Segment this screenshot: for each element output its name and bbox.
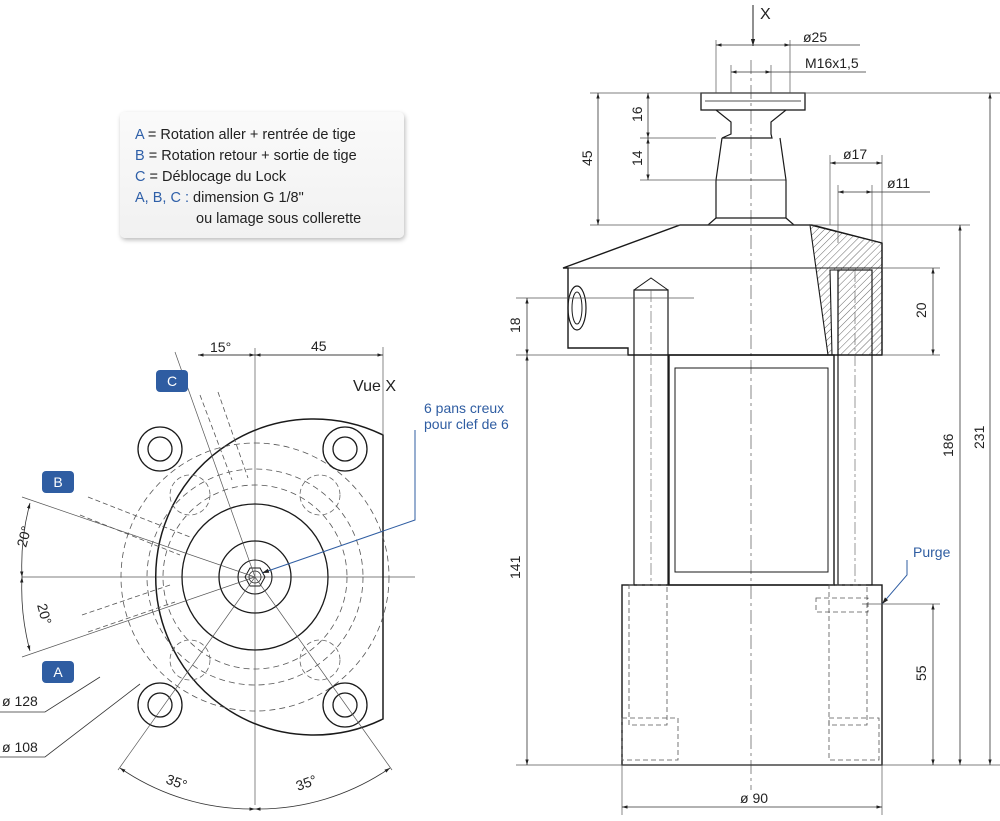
- piston-dashed-circle: [162, 484, 348, 670]
- dim-d17: ø17: [843, 146, 867, 162]
- purge-leader: [881, 560, 908, 605]
- purge-label: Purge: [913, 544, 951, 560]
- dim-14: 14: [629, 150, 645, 166]
- view-x-labels: Vue X 15° 45 20° 20° 35° 35° ø 128 ø 108…: [2, 338, 509, 794]
- dim-d128: ø 128: [2, 693, 38, 709]
- dim-45-left: 45: [311, 338, 327, 354]
- legend-key-b: B: [135, 148, 145, 164]
- legend-line-e: ou lamage sous collerette: [196, 210, 361, 228]
- rod-neck: [715, 109, 787, 139]
- bolt-hole-top-right: [322, 426, 368, 472]
- hex-socket-outer: [237, 559, 273, 595]
- bolt-hole-bottom-left: [137, 682, 183, 728]
- centre-boss: [181, 503, 329, 651]
- legend-text-d: dimension G 1/8": [193, 190, 304, 206]
- dim-18: 18: [507, 317, 523, 333]
- hex-note-leader: [261, 430, 416, 574]
- dim-231: 231: [971, 425, 987, 449]
- port-badge-b: B: [42, 471, 74, 493]
- legend-text-b: Rotation retour + sortie de tige: [161, 148, 357, 164]
- dim-d108: ø 108: [2, 739, 38, 755]
- dim-d90: ø 90: [740, 790, 768, 806]
- legend-line-b: B = Rotation retour + sortie de tige: [135, 148, 357, 164]
- side-view: [516, 5, 1000, 815]
- legend-text-e: ou lamage sous collerette: [196, 211, 362, 227]
- view-marker-x: X: [760, 6, 771, 23]
- port-hole: [567, 285, 587, 331]
- flange-outline: [154, 418, 384, 736]
- legend-key-a: A: [135, 127, 144, 143]
- inner-dashed-circle: [146, 468, 364, 686]
- legend-box: A = Rotation aller + rentrée de tige B =…: [120, 112, 404, 238]
- hex-socket: [244, 567, 266, 587]
- dim-186: 186: [940, 433, 956, 457]
- bolt-hole-bottom-right: [322, 682, 368, 728]
- bolt-hole-top-left: [137, 426, 183, 472]
- side-view-labels: X ø25 M16x1,5 16 14 45 ø17 ø11 20 18 186…: [507, 6, 987, 806]
- legend-text-c: Déblocage du Lock: [162, 169, 287, 185]
- legend-text-a: Rotation aller + rentrée de tige: [160, 127, 356, 143]
- d128-leader: [0, 676, 101, 713]
- dim-45-side: 45: [579, 150, 595, 166]
- port-badge-a: A: [42, 661, 74, 683]
- rod-taper: [715, 137, 787, 219]
- legend-key-c: C: [135, 169, 146, 185]
- d108-leader: [0, 683, 141, 758]
- cylinder-tube: [668, 354, 835, 586]
- view-title: Vue X: [353, 378, 396, 395]
- dim-15deg: 15°: [210, 339, 231, 355]
- rod-circle: [218, 540, 292, 614]
- dim-20deg-lower: 20°: [34, 602, 55, 627]
- port-channels: [79, 391, 249, 633]
- legend-line-a: A = Rotation aller + rentrée de tige: [135, 127, 356, 143]
- dim-d11: ø11: [887, 175, 910, 191]
- clamp-head: [700, 92, 806, 111]
- dim-20deg-upper: 20°: [13, 524, 34, 549]
- view-x: [0, 347, 416, 811]
- collar-section: [809, 224, 883, 356]
- dim-d25: ø25: [803, 29, 827, 45]
- bolt-circle: [120, 442, 390, 712]
- dim-35deg-right: 35°: [294, 772, 319, 794]
- dim-141: 141: [507, 555, 523, 579]
- dim-16: 16: [629, 106, 645, 122]
- legend-line-c: C = Déblocage du Lock: [135, 169, 287, 185]
- dim-20: 20: [913, 302, 929, 318]
- dim-55: 55: [913, 665, 929, 681]
- legend-key-abc: A, B, C :: [135, 190, 189, 206]
- dim-thread: M16x1,5: [805, 55, 859, 71]
- dim-35deg-left: 35°: [164, 771, 189, 793]
- hex-note-line1: 6 pans creux: [424, 400, 504, 416]
- port-badge-c: C: [156, 370, 188, 392]
- hex-note-line2: pour clef de 6: [424, 416, 509, 432]
- legend-line-d: A, B, C : dimension G 1/8": [135, 189, 304, 207]
